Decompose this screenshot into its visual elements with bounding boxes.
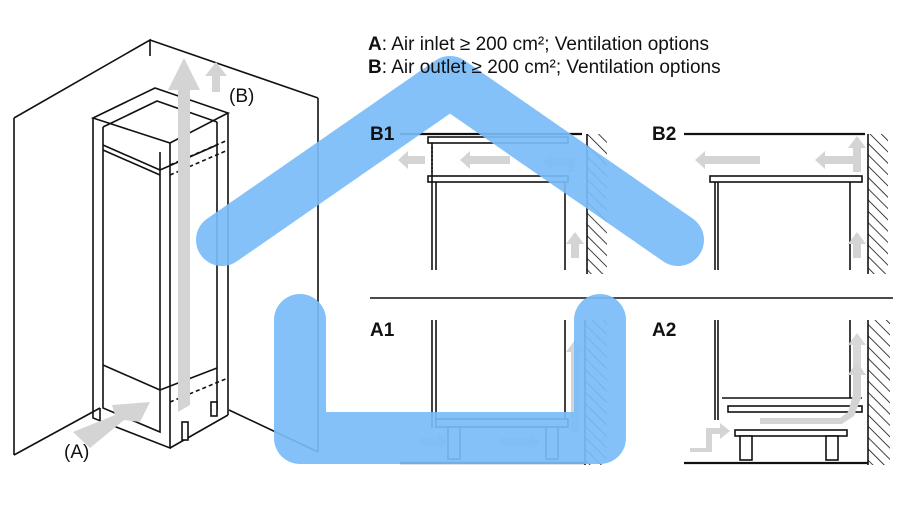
- alcove-walls: [13, 38, 319, 456]
- legend-line-a: A: Air inlet ≥ 200 cm²; Ventilation opti…: [368, 34, 710, 55]
- tall-cabinet: [90, 87, 231, 450]
- panel-label-b1: B1: [370, 124, 395, 145]
- cabinet-illustration: [13, 38, 319, 456]
- panel-label-a1: A1: [370, 320, 395, 341]
- legend: A: Air inlet ≥ 200 cm²; Ventilation opti…: [368, 33, 721, 79]
- cabinet-air-arrows: [73, 58, 227, 448]
- cabinet-outlet-label: (B): [229, 86, 255, 107]
- house-body: [274, 294, 626, 464]
- b2-air-arrows: [695, 136, 866, 258]
- riser-arrow: [168, 58, 200, 412]
- a2-air-arrows: [690, 333, 866, 452]
- panel-label-b2: B2: [652, 124, 677, 145]
- upper-outlet-arrow: [205, 62, 227, 92]
- cabinet-inlet-label: (A): [64, 442, 90, 463]
- legend-line-b: B: Air outlet ≥ 200 cm²; Ventilation opt…: [368, 57, 721, 78]
- panel-b2: [684, 132, 888, 274]
- inlet-arrow: [73, 402, 150, 448]
- panel-label-a2: A2: [652, 320, 677, 341]
- panel-a2: [684, 320, 890, 465]
- house-icon: [196, 56, 704, 464]
- house-roof: [196, 56, 704, 266]
